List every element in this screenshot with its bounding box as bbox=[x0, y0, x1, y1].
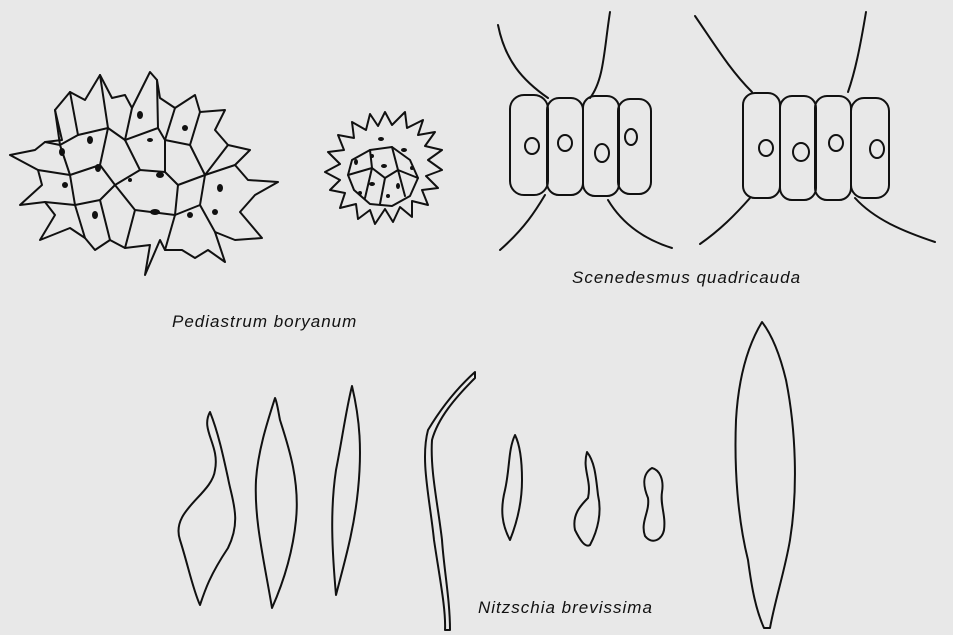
nitzschia-label: Nitzschia brevissima bbox=[478, 598, 653, 618]
pediastrum-large-colony-icon bbox=[10, 72, 278, 275]
nitzschia-cells-icon bbox=[178, 322, 794, 630]
scenedesmus-colony-1-icon bbox=[498, 12, 672, 250]
scenedesmus-label: Scenedesmus quadricauda bbox=[572, 268, 801, 288]
scenedesmus-colony-2-icon bbox=[695, 12, 935, 244]
pediastrum-label: Pediastrum boryanum bbox=[172, 312, 357, 332]
pediastrum-small-colony-icon bbox=[325, 112, 442, 224]
